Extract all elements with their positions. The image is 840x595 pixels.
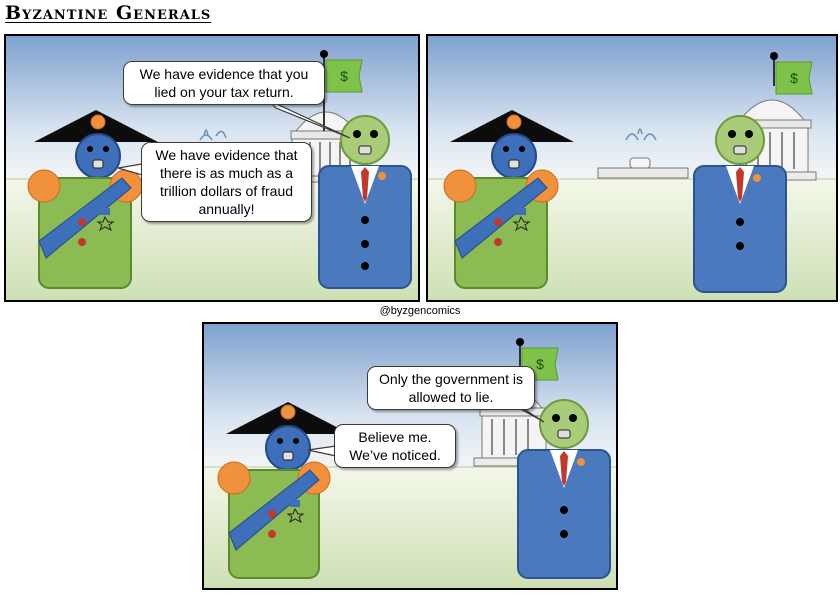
flag-symbol: $: [790, 70, 798, 86]
politician-character: [318, 115, 412, 289]
speech-bubble: We have evidence that there is as much a…: [141, 142, 312, 222]
flag-symbol: $: [536, 356, 544, 372]
politician-character: [517, 399, 611, 579]
panel-1-scene: $: [6, 36, 418, 300]
comic-panel-1: $ We: [4, 34, 420, 302]
politician-character: [693, 115, 787, 293]
general-character: [443, 110, 574, 289]
speech-bubble: Only the government is allowed to lie.: [367, 366, 535, 410]
comic-title: Byzantine Generals: [5, 2, 212, 24]
comic-panel-2: $: [426, 34, 838, 302]
dollar-flag-icon: $: [770, 52, 813, 95]
flag-symbol: $: [340, 68, 348, 84]
comic-credit: @byzgencomics: [379, 305, 461, 317]
speech-bubble: We have evidence that you lied on your t…: [123, 61, 325, 105]
panel-2-scene: $: [428, 36, 836, 300]
comic-panel-3: $ Only the governmen: [202, 322, 618, 590]
speech-bubble: Believe me. We’ve noticed.: [334, 424, 456, 468]
general-character: [27, 110, 158, 289]
fountain-icon: [597, 128, 689, 179]
fountain-icon: [199, 129, 227, 141]
general-character: [217, 402, 350, 579]
